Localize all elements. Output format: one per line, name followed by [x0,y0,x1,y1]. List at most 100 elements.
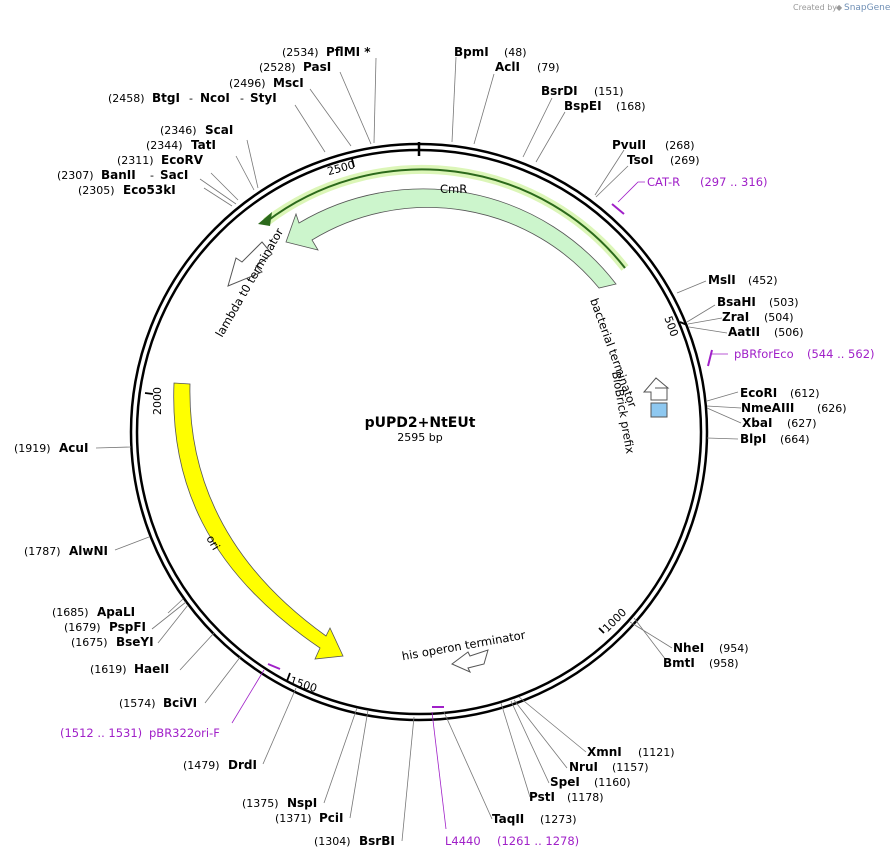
plasmid-name: pUPD2+NtEUt [365,415,476,431]
site-nmeaiii: NmeAIII [741,401,794,415]
primer-pbr322ori-f-range: (1512 .. 1531) [60,726,142,740]
lambda-t0-terminator-arrow [227,241,273,287]
biobrick-prefix-label: BioBrick prefix [609,370,637,455]
site-drdi-pos: (1479) [183,759,220,772]
site-xbai: XbaI [742,416,772,430]
site-banii: BanII [101,168,136,182]
site-acli: AclI [495,60,520,74]
site-eco53ki: Eco53kI [123,183,176,197]
site-aatii: AatII [728,325,760,339]
site-acli-pos: (79) [537,61,560,74]
site-ecorv: EcoRV [161,153,204,167]
site-apali: ApaLI [97,605,135,619]
site-nrui: NruI [569,760,598,774]
site-sep-2: - [240,92,244,105]
site-psti-pos: (1178) [567,791,604,804]
site-drdi: DrdI [228,758,257,772]
credit-prefix: Created by [793,3,837,12]
ori-label: ori [203,533,223,553]
site-ncoi: NcoI [200,91,230,105]
site-alwni-pos: (1787) [24,545,61,558]
site-tati-pos: (2344) [146,139,183,152]
site-scai-pos: (2346) [160,124,197,137]
primer-leaders [231,181,728,830]
site-taqii-pos: (1273) [540,813,577,826]
site-pvuii-pos: (268) [665,139,695,152]
site-bspei: BspEI [564,99,602,113]
cmr-feature-arrow [285,188,617,289]
site-bseyi: BseYI [116,635,154,649]
site-bsrbi: BsrBI [359,834,395,848]
site-haeii-pos: (1619) [90,663,127,676]
lambda-terminator-label: lambda t0 terminator [212,225,286,339]
primer-cat-r-name: CAT-R [647,175,680,189]
site-msci: MscI [273,76,304,90]
site-pasi-pos: (2528) [259,61,296,74]
snapgene-logo-icon: ◆ [836,3,843,12]
primer-l4440-range: (1261 .. 1278) [497,834,579,848]
site-haeii: HaeII [134,662,169,676]
site-tsoi-pos: (269) [670,154,700,167]
site-psti: PstI [529,790,555,804]
site-blpi: BlpI [740,432,766,446]
site-sep-1: - [189,92,193,105]
primer-pbrforeco-name: pBRforEco [734,347,794,361]
cmr-label: CmR [440,182,467,196]
site-nhei: NheI [673,641,704,655]
site-apali-pos: (1685) [52,606,89,619]
site-xbai-pos: (627) [787,417,817,430]
credit-brand: SnapGene [844,3,891,13]
site-msli-pos: (452) [748,274,778,287]
site-nspi-pos: (1375) [242,797,279,810]
site-btgi: BtgI [152,91,180,105]
primer-pbrforeco-range: (544 .. 562) [807,347,875,361]
site-pvuii: PvuII [612,138,646,152]
site-pasi: PasI [303,60,331,74]
site-banii-pos: (2307) [57,169,94,182]
site-bsahi-pos: (503) [769,296,799,309]
site-aatii-pos: (506) [774,326,804,339]
site-ecorv-pos: (2311) [117,154,154,167]
site-btgi-pos: (2458) [108,92,145,105]
snapgene-credit: Created by ◆ SnapGene [793,3,891,13]
site-spei: SpeI [550,775,580,789]
site-nrui-pos: (1157) [612,761,649,774]
site-bsahi: BsaHI [717,295,756,309]
site-bmti: BmtI [663,656,695,670]
site-msci-pos: (2496) [229,77,266,90]
site-saci: SacI [160,168,188,182]
site-bseyi-pos: (1675) [71,636,108,649]
site-scai: ScaI [205,123,233,137]
site-zrai-pos: (504) [764,311,794,324]
site-taqii: TaqII [492,812,524,826]
site-ecori: EcoRI [740,386,777,400]
biobrick-prefix-box [650,402,668,418]
site-bmti-pos: (958) [709,657,739,670]
tick-label-2000: 2000 [151,387,164,415]
site-pflmi: PflMI * [326,45,371,59]
bp-ticks [144,158,688,682]
site-bsrdi: BsrDI [541,84,578,98]
site-bspei-pos: (168) [616,100,646,113]
plasmid-length: 2595 bp [397,431,442,444]
site-pspfi: PspFI [109,620,146,634]
site-blpi-pos: (664) [780,433,810,446]
primer-l4440-name: L4440 [445,834,481,848]
site-xmni: XmnI [587,745,622,759]
site-alwni: AlwNI [69,544,108,558]
site-acui: AcuI [59,441,88,455]
site-tati: TatI [191,138,216,152]
site-nmeaiii-pos: (626) [817,402,847,415]
site-nhei-pos: (954) [719,642,749,655]
site-pspfi-pos: (1679) [64,621,101,634]
site-msli: MslI [708,273,736,287]
site-eco53ki-pos: (2305) [78,184,115,197]
site-acui-pos: (1919) [14,442,51,455]
site-tsoi: TsoI [627,153,653,167]
primer-pbr322ori-f-name: pBR322ori-F [149,726,220,740]
site-bpmi-pos: (48) [504,46,527,59]
site-bpmi: BpmI [454,45,489,59]
site-bcivi-pos: (1574) [119,697,156,710]
site-bcivi: BciVI [163,696,197,710]
